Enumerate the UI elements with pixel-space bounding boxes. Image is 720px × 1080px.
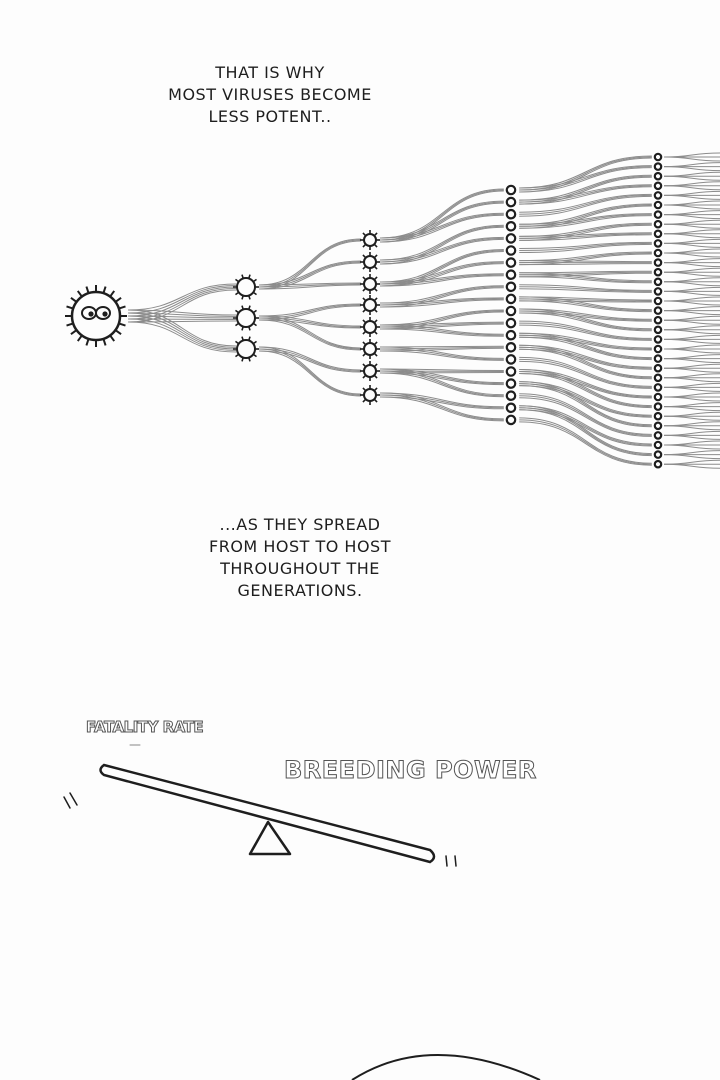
virus-offspring-icon — [360, 317, 380, 337]
caption-middle-line: ...AS THEY SPREAD — [219, 515, 381, 534]
next-panel-arc — [351, 1054, 541, 1080]
virus-offspring-icon — [505, 281, 517, 293]
caption-middle-line: FROM HOST TO HOST — [209, 537, 391, 556]
virus-offspring-icon — [653, 363, 663, 373]
virus-offspring-icon — [360, 339, 380, 359]
virus-offspring-icon — [653, 239, 663, 248]
virus-offspring-icon — [505, 184, 517, 196]
virus-offspring-icon — [505, 269, 517, 281]
virus-offspring-icon — [505, 354, 517, 365]
virus-offspring-icon — [653, 210, 663, 219]
caption-top-line: LESS POTENT.. — [208, 107, 332, 126]
virus-offspring-icon — [505, 329, 517, 341]
caption-middle-line: GENERATIONS. — [237, 581, 363, 600]
parent-virus-icon — [65, 285, 127, 347]
virus-offspring-icon — [505, 378, 517, 389]
virus-offspring-icon — [653, 287, 663, 296]
virus-offspring-icon — [653, 258, 663, 267]
virus-offspring-icon — [653, 229, 663, 239]
seesaw-plank — [99, 763, 436, 864]
virus-offspring-icon — [653, 421, 663, 431]
virus-offspring-icon — [653, 335, 663, 344]
motion-lines-icon — [63, 744, 457, 867]
virus-offspring-icon — [653, 306, 663, 315]
caption-top-line: THAT IS WHY — [215, 63, 325, 82]
virus-offspring-icon — [653, 191, 663, 200]
virus-offspring-icon — [360, 361, 380, 381]
virus-offspring-icon — [233, 305, 259, 331]
virus-offspring-icon — [653, 344, 663, 354]
virus-offspring-icon — [653, 277, 663, 287]
virus-offspring-icon — [360, 385, 380, 405]
virus-offspring-icon — [505, 390, 517, 402]
spread-lines — [127, 152, 720, 469]
virus-offspring-icon — [653, 296, 663, 306]
caption-middle: ...AS THEY SPREAD FROM HOST TO HOST THRO… — [150, 514, 450, 602]
virus-offspring-icon — [653, 152, 663, 162]
virus-offspring-icon — [505, 221, 517, 232]
virus-offspring-icon — [653, 383, 663, 392]
virus-offspring-icon — [505, 293, 517, 305]
virus-offspring-icon — [653, 162, 663, 171]
virus-offspring-icon — [653, 459, 663, 469]
virus-offspring-icon — [360, 295, 380, 315]
virus-offspring-icon — [653, 440, 663, 450]
virus-offspring-icon — [505, 233, 517, 244]
virus-offspring-icon — [505, 257, 517, 268]
virus-offspring-icon — [360, 274, 380, 294]
virus-offspring-icon — [505, 317, 517, 329]
virus-offspring-icon — [505, 208, 517, 220]
virus-offspring-icon — [505, 402, 517, 414]
virus-offspring-icon — [653, 402, 663, 411]
seesaw-fulcrum-icon — [248, 820, 292, 856]
virus-offspring-icon — [653, 431, 663, 440]
virus-offspring-icon — [505, 366, 517, 377]
virus-offspring-icon — [653, 450, 663, 459]
generation-nodes — [233, 152, 663, 469]
fatality-rate-label: FATALITY RATE — [85, 718, 204, 737]
virus-offspring-icon — [653, 325, 663, 335]
virus-offspring-icon — [360, 230, 380, 250]
virus-offspring-icon — [653, 267, 663, 277]
virus-offspring-icon — [653, 411, 663, 421]
virus-offspring-icon — [233, 336, 259, 362]
virus-offspring-icon — [653, 219, 663, 229]
virus-offspring-icon — [653, 392, 663, 402]
virus-offspring-icon — [505, 305, 517, 317]
virus-offspring-icon — [505, 341, 517, 353]
virus-offspring-icon — [653, 181, 663, 191]
virus-offspring-icon — [653, 248, 663, 258]
virus-offspring-icon — [233, 274, 259, 300]
virus-offspring-icon — [505, 196, 517, 208]
virus-offspring-icon — [360, 252, 380, 272]
virus-offspring-icon — [505, 414, 517, 426]
virus-offspring-icon — [653, 373, 663, 383]
virus-offspring-icon — [653, 315, 663, 325]
virus-offspring-icon — [653, 354, 663, 363]
caption-middle-line: THROUGHOUT THE — [220, 559, 380, 578]
virus-offspring-icon — [653, 200, 663, 210]
virus-offspring-icon — [653, 171, 663, 181]
caption-top: THAT IS WHY MOST VIRUSES BECOME LESS POT… — [120, 62, 420, 128]
virus-offspring-icon — [505, 245, 517, 256]
breeding-power-label: BREEDING POWER — [284, 756, 537, 785]
caption-top-line: MOST VIRUSES BECOME — [168, 85, 372, 104]
